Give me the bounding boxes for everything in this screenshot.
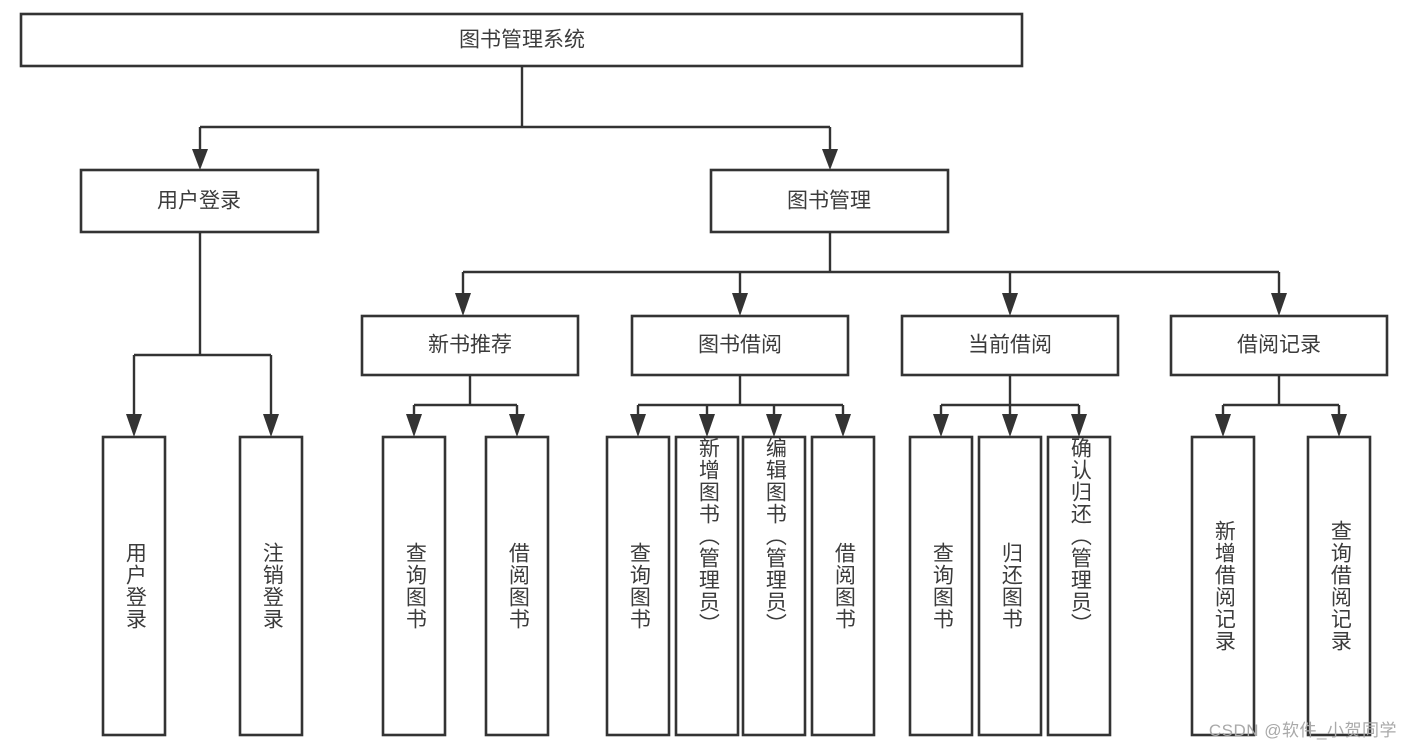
arrowhead-nbr-leaf-1 [509, 414, 525, 437]
node-book-management-label: 图书管理 [787, 190, 871, 213]
arrowhead-bb-leaf-3 [835, 414, 851, 437]
node-current-borrow-box[interactable] [900, 314, 1120, 377]
leaf-box-nbr-0[interactable] [381, 435, 447, 737]
leaf-box-user-login-1[interactable] [238, 435, 304, 737]
node-book-borrow-box[interactable] [630, 314, 850, 377]
leaf-box-br-1[interactable] [1306, 435, 1372, 737]
arrowhead-br-leaf-1 [1331, 414, 1347, 437]
leaf-box-br-0[interactable] [1190, 435, 1256, 737]
leaf-box-user-login-0[interactable] [101, 435, 167, 737]
node-book-management-box[interactable] [709, 168, 950, 234]
arrowhead-new-book-recommend [455, 293, 471, 316]
connector-group-book-mgmt [455, 232, 1287, 316]
node-current-borrow-label: 当前借阅 [968, 334, 1052, 357]
node-user-login[interactable]: 用户登录 [79, 168, 320, 234]
node-user-login-box[interactable] [79, 168, 320, 234]
leaf-box-bb-1[interactable] [674, 435, 740, 737]
arrowhead-bb-leaf-1 [699, 414, 715, 437]
node-book-management[interactable]: 图书管理 [709, 168, 950, 234]
node-new-book-recommend[interactable]: 新书推荐 [360, 314, 580, 377]
node-root[interactable]: 图书管理系统 [19, 12, 1024, 68]
arrowhead-bb-leaf-2 [766, 414, 782, 437]
arrowhead-br-leaf-0 [1215, 414, 1231, 437]
arrowhead-cb-leaf-2 [1071, 414, 1087, 437]
node-current-borrow[interactable]: 当前借阅 [900, 314, 1120, 377]
node-new-book-recommend-box[interactable] [360, 314, 580, 377]
node-root-box[interactable] [19, 12, 1024, 68]
connector-group-borrow-record [1215, 375, 1347, 437]
node-root-label: 图书管理系统 [459, 29, 585, 52]
leaf-box-nbr-1[interactable] [484, 435, 550, 737]
leaf-box-bb-3[interactable] [810, 435, 876, 737]
leaf-boxes-current-borrow [908, 435, 1112, 737]
arrowhead-borrow-record [1271, 293, 1287, 316]
node-book-borrow-label: 图书借阅 [698, 334, 782, 357]
connector-group-root [192, 66, 838, 170]
arrowhead-user-login-leaf-1 [263, 414, 279, 437]
leaf-box-cb-2[interactable] [1046, 435, 1112, 737]
arrowhead-user-login [192, 149, 208, 170]
node-book-borrow[interactable]: 图书借阅 [630, 314, 850, 377]
arrowhead-book-mgmt [822, 149, 838, 170]
leaf-boxes-new-book-recommend [381, 435, 550, 737]
leaf-boxes-user-login [101, 435, 304, 737]
arrowhead-user-login-leaf-0 [126, 414, 142, 437]
arrowhead-cb-leaf-1 [1002, 414, 1018, 437]
leaf-box-cb-0[interactable] [908, 435, 974, 737]
arrowhead-current-borrow [1002, 293, 1018, 316]
leaf-box-bb-2[interactable] [741, 435, 807, 737]
node-user-login-label: 用户登录 [157, 190, 241, 213]
leaf-boxes-borrow-record [1190, 435, 1372, 737]
connector-group-new-book-recommend [406, 375, 525, 437]
node-new-book-recommend-label: 新书推荐 [428, 334, 512, 357]
arrowhead-book-borrow [732, 293, 748, 316]
csdn-watermark: CSDN @软件_小贺同学 [1208, 721, 1397, 740]
node-borrow-record-box[interactable] [1169, 314, 1389, 377]
arrowhead-nbr-leaf-0 [406, 414, 422, 437]
node-borrow-record-label: 借阅记录 [1237, 334, 1321, 357]
arrowhead-cb-leaf-0 [933, 414, 949, 437]
leaf-box-cb-1[interactable] [977, 435, 1043, 737]
leaf-boxes-book-borrow [605, 435, 876, 737]
node-borrow-record[interactable]: 借阅记录 [1169, 314, 1389, 377]
leaf-box-bb-0[interactable] [605, 435, 671, 737]
connector-group-book-borrow [630, 375, 851, 437]
connector-group-current-borrow [933, 375, 1087, 437]
connector-group-user-login [126, 232, 279, 437]
arrowhead-bb-leaf-0 [630, 414, 646, 437]
